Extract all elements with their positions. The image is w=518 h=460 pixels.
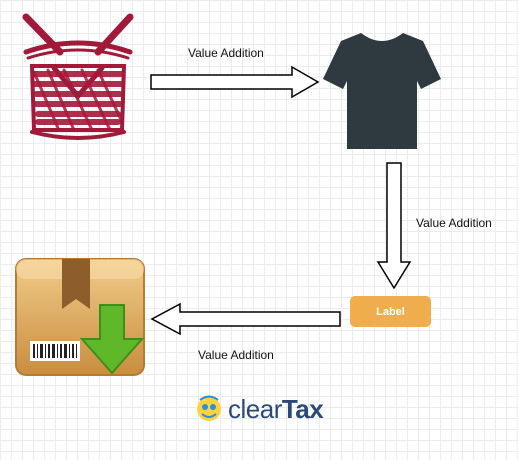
t-shirt-icon	[323, 33, 441, 149]
edge-label-label-to-package: Value Addition	[198, 348, 274, 362]
download-arrow-icon	[79, 304, 145, 375]
brand-suffix: Tax	[281, 393, 324, 424]
cleartax-logo-icon	[197, 395, 221, 421]
cleartax-brand: clearTax	[196, 392, 324, 426]
edge-label-raw-to-shirt: Value Addition	[188, 46, 264, 60]
barcode-icon	[30, 341, 80, 361]
sketch-drum-icon	[22, 13, 134, 140]
package-download-icon	[15, 258, 145, 376]
brand-prefix: clear	[228, 393, 282, 424]
arrow-shirt-to-label	[376, 162, 412, 290]
label-node: Label	[350, 296, 431, 327]
arrow-raw-to-shirt	[150, 65, 320, 99]
brand-name: clearTax	[228, 393, 324, 425]
edge-label-shirt-to-label: Value Addition	[416, 216, 492, 230]
arrow-label-to-package	[150, 302, 341, 336]
